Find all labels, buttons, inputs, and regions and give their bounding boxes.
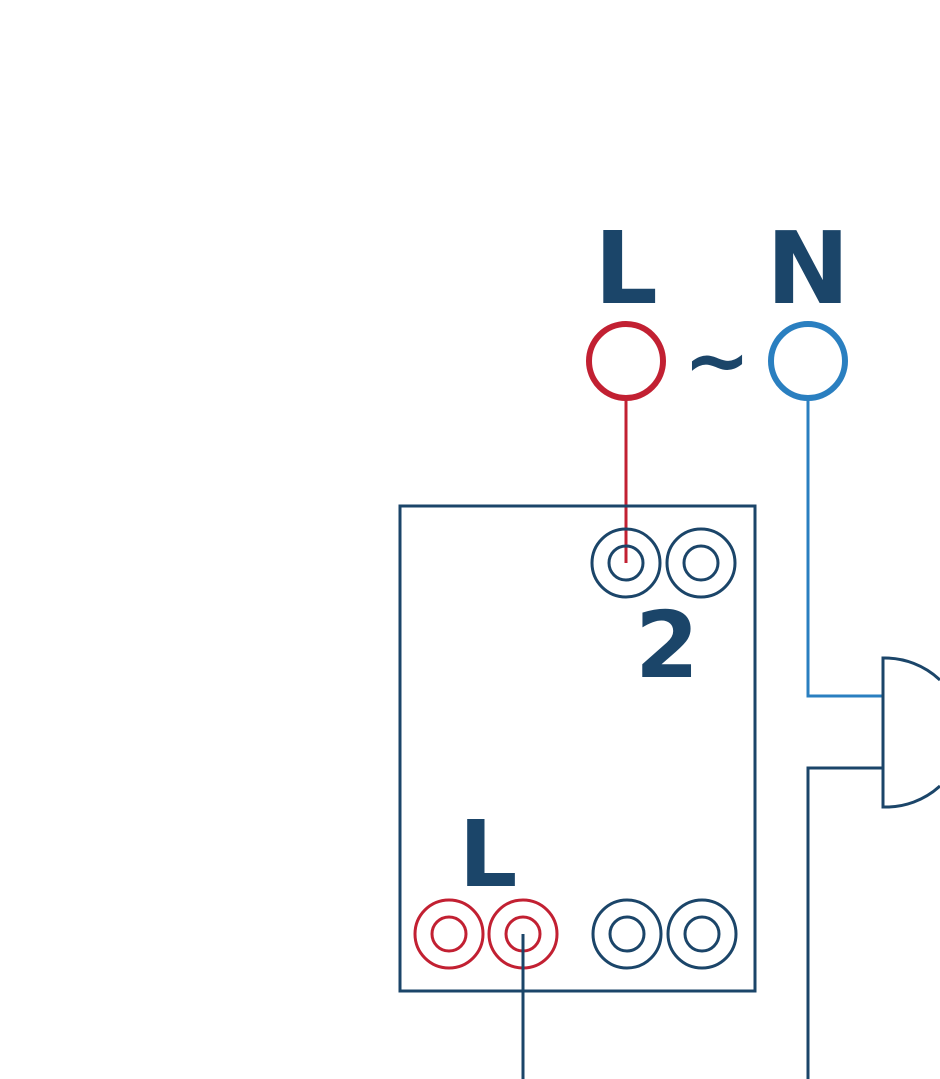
lamp-symbol <box>881 656 940 809</box>
neutral-supply-label: N <box>766 210 850 327</box>
neutral-wire <box>806 398 883 698</box>
lamp-return-wire <box>806 766 883 1079</box>
terminal-2-label: 2 <box>635 592 699 699</box>
spare-terminal-connector <box>591 898 738 970</box>
neutral-supply-terminal <box>768 321 848 401</box>
ac-symbol: ~ <box>683 314 750 407</box>
terminal-l-connector <box>413 898 559 970</box>
switch-body <box>398 504 757 993</box>
live-supply-terminal <box>586 321 666 401</box>
live-supply-label: L <box>594 210 658 327</box>
terminal-l-label: L <box>459 801 518 908</box>
terminal-2-connector <box>590 527 737 599</box>
